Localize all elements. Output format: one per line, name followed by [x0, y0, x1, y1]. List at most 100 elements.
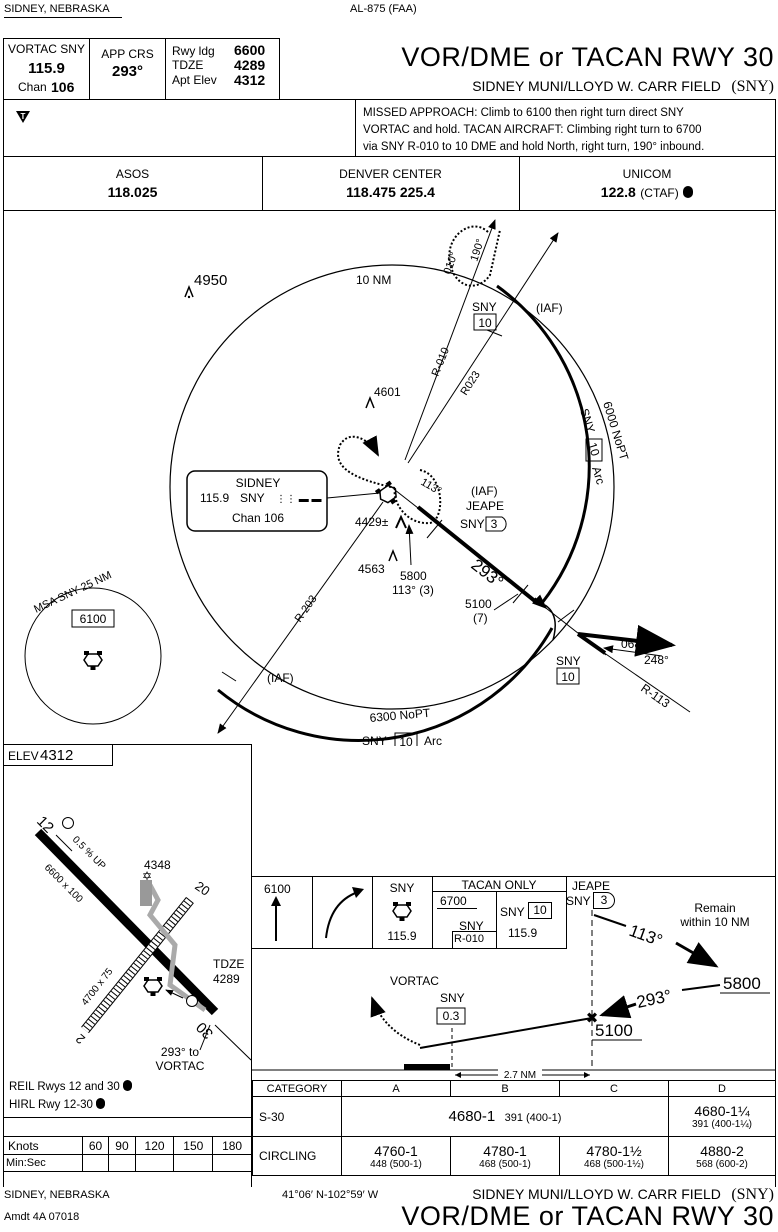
missed-approach-path: [370, 996, 421, 1046]
obstacle-4601: 4601: [374, 385, 401, 399]
feeder-068: [577, 624, 676, 657]
sny-southeast: SNY: [556, 654, 581, 668]
location-label: SIDNEY, NEBRASKA: [4, 3, 110, 15]
profile-sny-map: SNY: [440, 991, 465, 1005]
pilot-controlled-lighting-icon: [123, 1080, 133, 1091]
missed-approach-text: MISSED APPROACH: Climb to 6100 then righ…: [363, 105, 704, 156]
unicom-label: UNICOM: [622, 167, 672, 181]
tacan-dme: 10: [528, 902, 552, 919]
dme-box: [436, 1007, 466, 1025]
final-approach-course: [416, 505, 538, 604]
reil-text: REIL Rwys 12 and 30: [9, 1081, 120, 1093]
knots-label: Knots: [3, 1136, 83, 1155]
runway-12-label: 12: [33, 813, 57, 837]
r113-label: R-113: [638, 681, 672, 711]
holding-pattern-vortac: [393, 469, 442, 525]
dme-value: 10: [478, 316, 492, 330]
ten-nm-label: 10 NM: [356, 273, 391, 287]
elev-label: ELEV: [8, 749, 39, 763]
rule: [432, 876, 433, 948]
vortac-icon: [143, 977, 163, 996]
dme-value: 10: [399, 735, 413, 746]
dme-box: [485, 516, 507, 532]
obstacle-star-icon: ✡: [142, 869, 152, 883]
navaid-name: SIDNEY: [236, 476, 281, 490]
rotating-beacon-icon: [186, 995, 198, 1007]
profile-jeape: JEAPE: [572, 879, 611, 893]
rwy-ldg-label: Rwy ldg: [172, 44, 215, 58]
circling-main: 4880-2: [700, 1142, 744, 1159]
fix-tick: [512, 584, 529, 604]
profile-alt-5800: 5800: [723, 974, 761, 993]
profile-crs-293: 293°: [635, 986, 673, 1012]
vortac-icon: [374, 480, 397, 505]
arc-south-alt: 6300 NoPT: [369, 706, 431, 725]
header-rule: [4, 17, 122, 18]
category-c: C: [559, 1080, 669, 1097]
r203-label: R-203: [293, 593, 320, 624]
dme-arc-east: [496, 284, 591, 604]
runway-12-30: [34, 828, 219, 1016]
arc-east-label: Arc: [589, 465, 608, 486]
dme-box: [473, 313, 497, 331]
category-label: CATEGORY: [252, 1080, 342, 1097]
vortac-freq: 115.9: [28, 60, 65, 77]
profile-sny: SNY: [389, 881, 415, 895]
footer-airport: SIDNEY MUNI/LLOYD W. CARR FIELD: [472, 1186, 721, 1202]
circling-label: CIRCLING: [252, 1136, 342, 1176]
speed-cell: 180: [212, 1136, 252, 1155]
profile-freq: 115.9: [387, 929, 417, 943]
taxiway: [147, 883, 207, 1013]
tacan-dme-sny: SNY: [500, 905, 525, 919]
rule: [566, 876, 567, 948]
fix-tick: [557, 609, 575, 623]
to-vortac-arrow: [165, 989, 184, 999]
time-cell: [108, 1154, 136, 1172]
reil-line: REIL Rwys 12 and 30: [9, 1080, 133, 1093]
distance-arrow: [455, 1072, 461, 1078]
msa-label: MSA SNY 25 NM: [32, 569, 113, 615]
profile-vortac: VORTAC: [390, 974, 439, 988]
speed-cell: 60: [81, 1136, 110, 1155]
glide-path: [419, 1017, 593, 1049]
rule: [262, 156, 263, 211]
jeape-dme: 3: [491, 517, 498, 531]
rule: [496, 891, 497, 948]
obstacle-4429: 4429±: [355, 515, 389, 529]
unicom-line: 122.8 (CTAF): [519, 184, 775, 202]
tacan-only-label: TACAN ONLY: [461, 878, 537, 892]
sketch-tdze-value: 4289: [213, 972, 240, 986]
chan-value: 106: [51, 79, 75, 95]
obstacle-4563: 4563: [358, 562, 385, 576]
missed-approach-turn: [337, 435, 396, 489]
obstacle-icon: [365, 395, 375, 409]
airport-diagram: 12 30 2 20 0.5 % UP 6600 x 100 4700 x 75…: [33, 813, 251, 1061]
obstacle-4950: 4950: [194, 272, 227, 289]
app-crs-label: APP CRS: [101, 47, 154, 61]
profile-dme-03: 0.3: [443, 1009, 460, 1023]
crs-248: 248°: [644, 653, 669, 667]
right-border: [775, 99, 776, 1187]
rule: [437, 908, 477, 909]
time-cell: [134, 1154, 175, 1172]
footer-airport-line: SIDNEY MUNI/LLOYD W. CARR FIELD (SNY): [472, 1186, 774, 1204]
procedure-title: VOR/DME or TACAN RWY 30: [401, 42, 774, 72]
distance-label-bg: [498, 1068, 542, 1080]
rule: [372, 876, 373, 948]
stepdown-fix-icon: ✖: [586, 1010, 599, 1027]
time-cell: [81, 1154, 110, 1172]
unicom-freq: 122.8: [600, 184, 636, 200]
runway-2-label: 2: [73, 1031, 88, 1047]
circling-main: 4780-1: [483, 1142, 527, 1159]
rule: [452, 931, 496, 932]
crs-293: 293°: [468, 555, 507, 592]
tacan-alt: 6700: [440, 894, 467, 908]
center-label: DENVER CENTER: [339, 167, 442, 181]
category-a: A: [341, 1080, 451, 1097]
morse-code: ⋮⋮ ▬ ▬: [276, 494, 322, 505]
tdze-label: TDZE: [172, 58, 204, 72]
rule: [3, 99, 775, 100]
circling-sub: 448 (500-1): [370, 1158, 422, 1170]
